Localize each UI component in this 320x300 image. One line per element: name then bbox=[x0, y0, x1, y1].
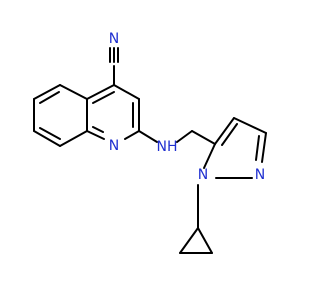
bond-c8-c8a bbox=[59, 130, 88, 147]
bond-pz-c5-c4-double bbox=[221, 123, 238, 146]
bond-n1-c8a-double bbox=[92, 126, 104, 133]
quinoline-ring: N bbox=[33, 84, 140, 154]
atom-pyrazole-n2: N bbox=[255, 167, 265, 183]
bond-c7-c8 bbox=[33, 130, 61, 147]
molecule-canvas: N N NH bbox=[33, 31, 267, 254]
atom-quinoline-n: N bbox=[109, 138, 119, 154]
bond-n1-c8a bbox=[86, 130, 105, 140]
pyrazole-ring: N N bbox=[198, 117, 267, 183]
bond-pz-c4-c3 bbox=[233, 117, 267, 134]
bond-ch2-pyrazole bbox=[191, 130, 216, 145]
molecule-structure: N N NH bbox=[33, 31, 267, 254]
bond-cyclopropyl-c bbox=[197, 227, 213, 254]
bond-c4a-c4-double bbox=[92, 91, 115, 104]
atom-amine-nh: NH bbox=[157, 139, 178, 155]
bond-c5-c6-double bbox=[39, 91, 60, 104]
amine-linker: NH bbox=[138, 130, 216, 155]
bond-pz-c3-n2 bbox=[261, 132, 267, 163]
bond-pz-c3-n2-double bbox=[255, 135, 260, 161]
bond-cyclopropyl-a bbox=[179, 227, 199, 254]
bond-c2-nh bbox=[138, 130, 158, 143]
nitrile-group: N bbox=[109, 31, 119, 86]
cyclopropylmethyl-group bbox=[179, 184, 213, 254]
bond-c4a-c5 bbox=[59, 84, 88, 100]
bond-c7-c8-double bbox=[39, 127, 61, 140]
bond-c2-n1 bbox=[124, 130, 140, 140]
bond-nh-ch2 bbox=[176, 130, 193, 143]
atom-pyrazole-n1: N bbox=[198, 167, 208, 183]
bond-c4a-c4 bbox=[86, 84, 115, 100]
bond-c5-c6 bbox=[33, 84, 61, 100]
bond-c4-c3 bbox=[113, 84, 140, 100]
bond-pz-c5-c4 bbox=[214, 117, 235, 145]
bond-pz-n1-c5 bbox=[203, 143, 216, 169]
atom-nitrile-n: N bbox=[109, 31, 119, 47]
